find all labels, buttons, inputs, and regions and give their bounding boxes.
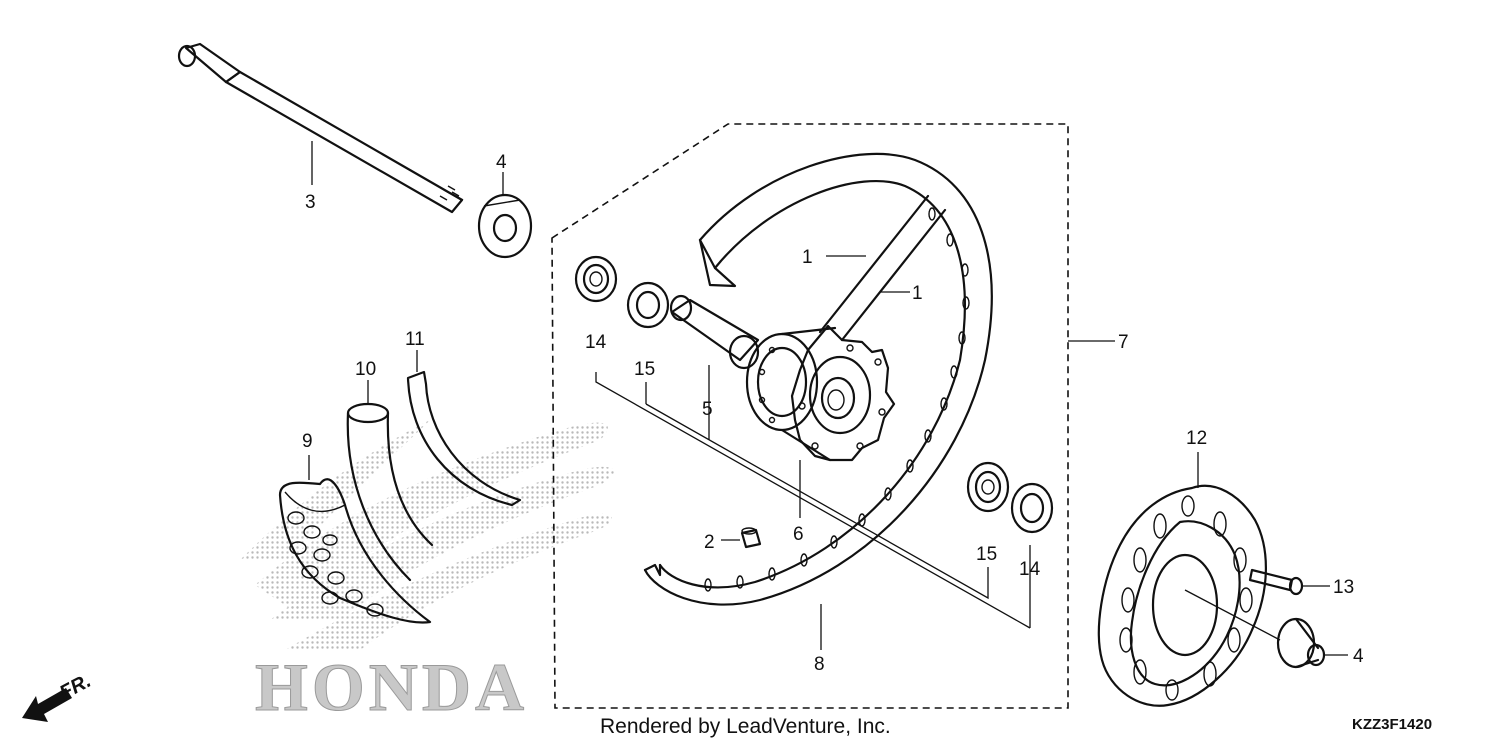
callout-15b: 15 [976, 544, 997, 565]
callout-1b: 1 [912, 283, 923, 304]
axle-collar-top [477, 193, 533, 259]
bearing-14-left [574, 255, 618, 303]
disc-bolt [1248, 568, 1304, 596]
spoke-1b [840, 208, 947, 342]
callout-5: 5 [702, 399, 713, 420]
front-arrow-icon [22, 688, 72, 722]
callout-10: 10 [355, 359, 376, 380]
callout-13: 13 [1333, 577, 1354, 598]
rim-strip [406, 370, 522, 507]
wheel-assembly-boundary [551, 123, 1069, 709]
callout-11: 11 [405, 329, 425, 350]
callout-8: 8 [814, 654, 825, 675]
spoke-nipple [740, 527, 762, 549]
leader-15b [645, 403, 989, 600]
leader-14a [595, 372, 1031, 629]
callout-4b: 4 [1353, 646, 1364, 667]
spoke-1a [818, 194, 930, 334]
diagram-code: KZZ3F1420 [1352, 716, 1432, 733]
callout-14a: 14 [585, 332, 607, 353]
callout-12: 12 [1186, 428, 1207, 449]
bearing-14-right [1010, 482, 1054, 534]
callout-9: 9 [302, 431, 313, 452]
distance-collar [669, 294, 760, 370]
brake-disc [1097, 484, 1267, 707]
leader-disc-center [1184, 589, 1281, 641]
honda-wing-logo [240, 420, 614, 650]
callout-6: 6 [793, 524, 804, 545]
axle-collar-right [1276, 617, 1326, 669]
dust-seal-15-left [626, 281, 670, 329]
render-credit: Rendered by LeadVenture, Inc. [600, 715, 891, 738]
callout-2: 2 [704, 532, 715, 553]
tire [278, 478, 432, 624]
callout-14b: 14 [1019, 559, 1041, 580]
rim [643, 152, 993, 606]
callout-7: 7 [1118, 332, 1129, 353]
callout-1a: 1 [802, 247, 813, 268]
inner-tube [346, 402, 434, 582]
front-axle [177, 42, 464, 214]
callout-3: 3 [305, 192, 316, 213]
dust-seal-15-right [966, 461, 1010, 513]
watermark-text: HONDA [255, 649, 528, 725]
front-wheel-hub [745, 324, 896, 462]
callout-4a: 4 [496, 152, 507, 173]
callout-15a: 15 [634, 359, 655, 380]
